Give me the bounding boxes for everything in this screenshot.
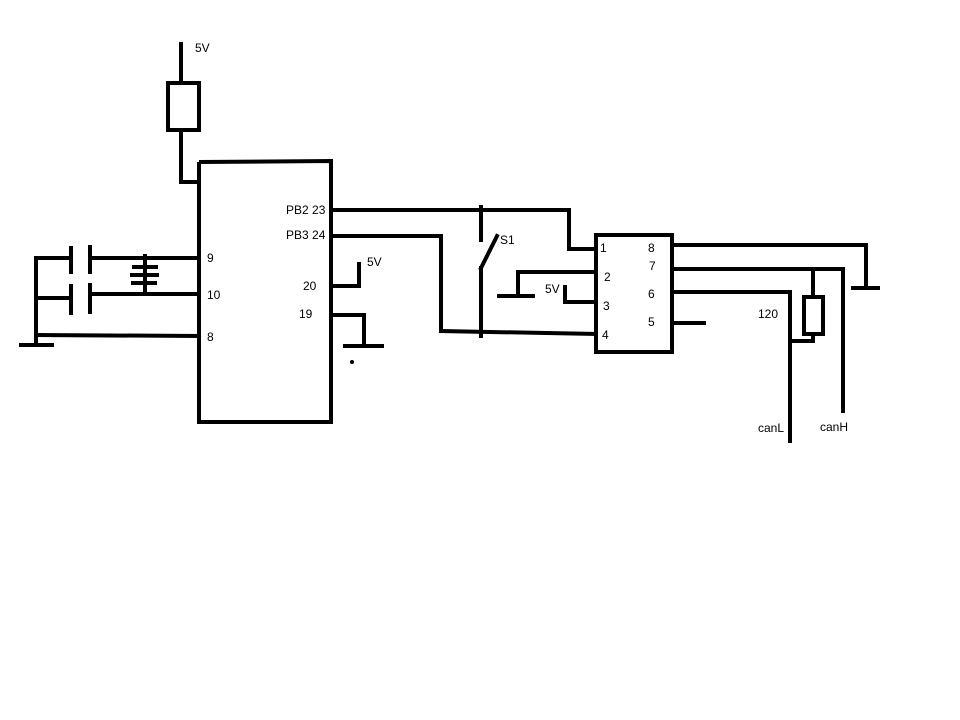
can-bus: 120 canL canH — [670, 267, 848, 443]
mcu-pin-9-label: 9 — [207, 251, 214, 265]
termination-label: 120 — [758, 307, 778, 321]
transceiver-pin-1-label: 1 — [600, 241, 607, 255]
mcu-pin-10-label: 10 — [207, 288, 221, 302]
mcu-pin-8-label: 8 — [207, 330, 214, 344]
transceiver-pin-7-label: 7 — [649, 259, 656, 273]
switch-s1-blade — [478, 233, 500, 271]
transceiver-pin-4-label: 4 — [602, 328, 609, 342]
pb3-rxd-to-pin4 — [438, 328, 599, 337]
mcu-supply-net: 5V — [166, 41, 210, 184]
pin8-ground-wire — [33, 332, 202, 339]
transceiver-pin-5-label: 5 — [648, 315, 655, 329]
pullup-resistor — [166, 81, 201, 132]
transceiver-pin-8-label: 8 — [648, 241, 655, 255]
transceiver-left-power: 5V — [497, 270, 598, 304]
termination-resistor — [802, 295, 825, 336]
mcu-pin-24-label: PB3 24 — [286, 228, 326, 242]
mcu-supply-label: 5V — [195, 41, 210, 55]
transceiver-pin-6-label: 6 — [648, 287, 655, 301]
mcu-right-power: 5V — [329, 255, 384, 364]
switch-s1-label: S1 — [500, 233, 515, 247]
mcu-pin-19-label: 19 — [299, 307, 313, 321]
mcu-pin-20-label: 20 — [303, 279, 317, 293]
junction-dot — [350, 360, 354, 364]
oscillator-network — [19, 245, 202, 347]
pin20-supply-label: 5V — [367, 255, 382, 269]
mcu-pin-23-label: PB2 23 — [286, 203, 326, 217]
transceiver-pin-3-label: 3 — [603, 299, 610, 313]
canl-label: canL — [758, 421, 784, 435]
canh-label: canH — [820, 420, 848, 434]
transceiver-right-power — [670, 243, 880, 325]
signal-lines: S1 — [329, 205, 599, 338]
pin3-supply-label: 5V — [545, 282, 560, 296]
transceiver-pin-2-label: 2 — [604, 270, 611, 284]
